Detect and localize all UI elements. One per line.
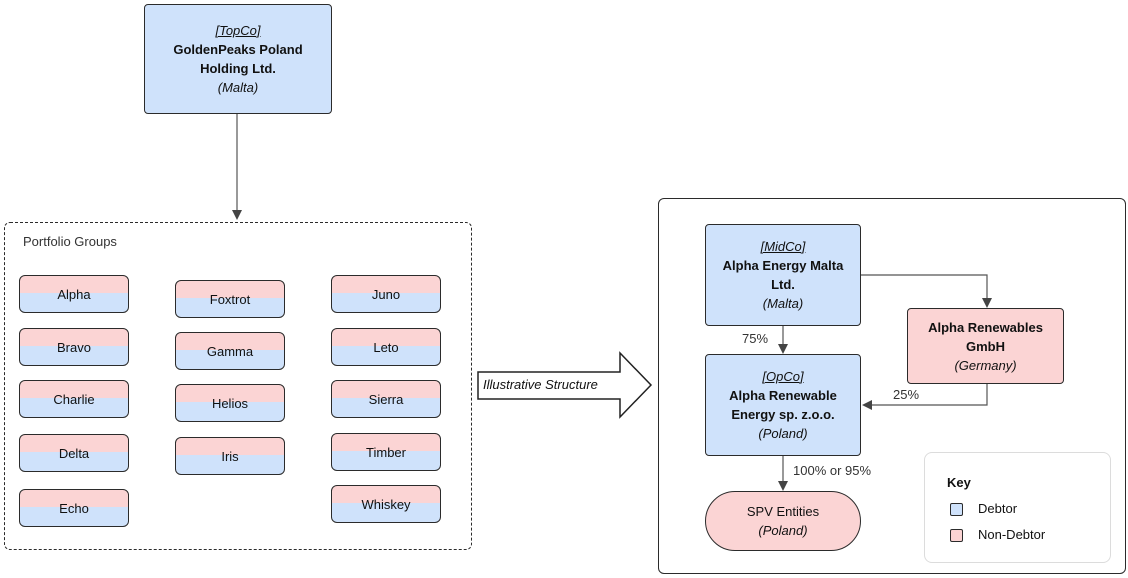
group-timber: Timber bbox=[331, 433, 441, 471]
opco-jurisdiction: (Poland) bbox=[758, 426, 808, 441]
edge-label-midco-opco: 75% bbox=[742, 331, 769, 346]
topco-jurisdiction: (Malta) bbox=[217, 80, 259, 95]
key-non-debtor-swatch bbox=[950, 529, 963, 542]
group-echo: Echo bbox=[19, 489, 129, 527]
opco-name-line1: Alpha Renewable bbox=[729, 388, 837, 403]
key-title: Key bbox=[947, 475, 971, 490]
group-gamma: Gamma bbox=[175, 332, 285, 370]
spv-jurisdiction: (Poland) bbox=[758, 523, 808, 538]
group-whiskey: Whiskey bbox=[331, 485, 441, 523]
midco-box: [MidCo] Alpha Energy Malta Ltd. (Malta) bbox=[705, 224, 861, 326]
key-debtor-swatch bbox=[950, 503, 963, 516]
gmbh-to-opco-arrow bbox=[862, 384, 988, 410]
illustrative-structure-label: Illustrative Structure bbox=[483, 377, 598, 392]
edge-label-gmbh-opco: 25% bbox=[893, 387, 920, 402]
portfolio-groups-container bbox=[4, 222, 472, 550]
group-charlie: Charlie bbox=[19, 380, 129, 418]
midco-to-gmbh-arrow bbox=[861, 274, 992, 308]
key-non-debtor-label: Non-Debtor bbox=[978, 527, 1046, 542]
group-delta: Delta bbox=[19, 434, 129, 472]
group-sierra: Sierra bbox=[331, 380, 441, 418]
gmbh-name-line1: Alpha Renewables bbox=[928, 319, 1043, 335]
topco-tag: [TopCo] bbox=[215, 23, 261, 38]
key-debtor-label: Debtor bbox=[978, 501, 1018, 516]
group-bravo: Bravo bbox=[19, 328, 129, 366]
group-leto: Leto bbox=[331, 328, 441, 366]
spv-name: SPV Entities bbox=[746, 504, 820, 519]
midco-name-line2: Ltd. bbox=[771, 277, 795, 292]
topco-name-line2: Holding Ltd. bbox=[200, 61, 276, 76]
midco-tag: [MidCo] bbox=[760, 239, 806, 254]
gmbh-name-line2: GmbH bbox=[966, 338, 1005, 354]
gmbh-box: Alpha Renewables GmbH (Germany) bbox=[907, 308, 1064, 384]
illustrative-structure-arrow bbox=[477, 351, 653, 419]
group-iris: Iris bbox=[175, 437, 285, 475]
topco-box: [TopCo] GoldenPeaks Poland Holding Ltd. … bbox=[144, 4, 332, 114]
group-foxtrot: Foxtrot bbox=[175, 280, 285, 318]
topco-name-line1: GoldenPeaks Poland bbox=[173, 42, 303, 57]
edge-label-opco-spv: 100% or 95% bbox=[793, 463, 872, 478]
portfolio-groups-title: Portfolio Groups bbox=[23, 234, 117, 249]
opco-name-line2: Energy sp. z.o.o. bbox=[731, 407, 835, 422]
opco-box: [OpCo] Alpha Renewable Energy sp. z.o.o.… bbox=[705, 354, 861, 456]
spv-box: SPV Entities (Poland) bbox=[705, 491, 861, 551]
midco-name-line1: Alpha Energy Malta bbox=[722, 258, 844, 273]
opco-tag: [OpCo] bbox=[762, 369, 804, 384]
structure-frame bbox=[658, 198, 1126, 574]
group-juno: Juno bbox=[331, 275, 441, 313]
gmbh-jurisdiction: (Germany) bbox=[954, 357, 1017, 373]
group-alpha: Alpha bbox=[19, 275, 129, 313]
midco-jurisdiction: (Malta) bbox=[762, 296, 804, 311]
group-helios: Helios bbox=[175, 384, 285, 422]
